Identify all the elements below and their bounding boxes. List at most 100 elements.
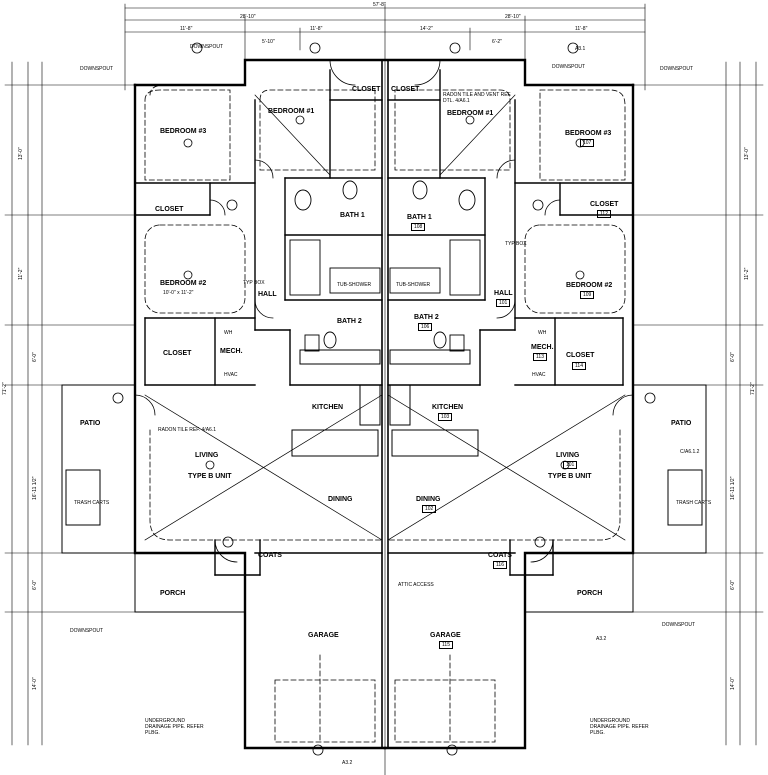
room-mech-right: MECH. xyxy=(531,344,554,351)
room-mech-left: MECH. xyxy=(220,348,243,355)
typ-box-left: TYP BOX xyxy=(243,280,265,286)
bedroom3-right-tag: 107 xyxy=(580,139,595,147)
section-tag-a32-bottom: A3.2 xyxy=(342,760,353,766)
callout-circles xyxy=(112,42,656,756)
room-bedroom3-right: BEDROOM #3 xyxy=(565,130,612,137)
right-side-dim-3: 6'-0" xyxy=(730,352,736,362)
room-bedroom1-left: BEDROOM #1 xyxy=(268,108,315,115)
typ-box-right: TYP BOX xyxy=(505,241,527,247)
room-bedroom3-left: BEDROOM #3 xyxy=(160,128,207,135)
right-side-dim-4: 16'-11 1/2" xyxy=(730,476,736,501)
room-closet-low-right: CLOSET xyxy=(566,352,595,359)
left-seg-3-dim: 11'-8" xyxy=(310,26,323,32)
room-closet-top-right: CLOSET xyxy=(391,86,420,93)
left-side-dim-4: 16'-11 1/2" xyxy=(32,476,38,501)
mech-right-tag: 113 xyxy=(533,353,547,361)
downspout-top-left: DOWNSPOUT xyxy=(80,66,114,72)
room-patio-right: PATIO xyxy=(671,420,692,427)
room-kitchen-right: KITCHEN xyxy=(432,404,464,411)
left-side-dim-6: 14'-0" xyxy=(32,677,38,690)
room-dining-right: DINING xyxy=(416,496,441,503)
room-bath2-left: BATH 2 xyxy=(337,318,362,325)
right-side-dim-1: 13'-0" xyxy=(744,147,750,160)
dining-right-tag: 102 xyxy=(422,505,437,513)
elevation-tag: C/A6.1.2 xyxy=(680,449,700,455)
left-side-dim-5: 6'-0" xyxy=(32,580,38,590)
bath1-right-tag: 108 xyxy=(411,223,426,231)
bath2-right-tag: 106 xyxy=(418,323,433,331)
garage-right-tag: 115 xyxy=(439,641,453,649)
room-bath1-right: BATH 1 xyxy=(407,214,432,221)
bath-fixtures xyxy=(289,180,481,352)
section-tag-a31: A3.1 xyxy=(575,46,586,52)
downspout-low-left: DOWNSPOUT xyxy=(70,628,104,634)
room-living-right: LIVING xyxy=(556,452,580,459)
room-living-left: LIVING xyxy=(195,452,219,459)
tub-shower-right: TUB-SHOWER xyxy=(396,282,431,288)
section-tag-a32-right: A3.2 xyxy=(596,636,607,642)
wh-right: WH xyxy=(538,330,547,336)
living-right-tag: 101 xyxy=(563,461,578,469)
tub-shower-left: TUB-SHOWER xyxy=(337,282,372,288)
room-bedroom2-right: BEDROOM #2 xyxy=(566,282,613,289)
downspout-low-right: DOWNSPOUT xyxy=(662,622,696,628)
left-seg-2-dim: 5'-10" xyxy=(262,39,275,45)
room-closet-mid-right: CLOSET xyxy=(590,201,619,208)
room-closet-top-left: CLOSET xyxy=(352,86,381,93)
hvac-left: HVAC xyxy=(224,372,238,378)
room-bedroom2-left: BEDROOM #2 xyxy=(160,280,207,287)
kitchen-counters xyxy=(291,349,479,457)
trash-carts-left: TRASH CARTS xyxy=(74,500,110,506)
left-side-dim-1: 13'-0" xyxy=(18,147,24,160)
hall-right-tag: 101 xyxy=(496,299,511,307)
door-swings xyxy=(134,59,634,563)
room-coats-right: COATS xyxy=(488,552,512,559)
trash-carts-right: TRASH CARTS xyxy=(676,500,712,506)
left-seg-1-dim: 11'-8" xyxy=(180,26,193,32)
room-porch-left: PORCH xyxy=(160,590,186,597)
right-side-dim-5: 6'-0" xyxy=(730,580,736,590)
downspout-top-center: DOWNSPOUT xyxy=(190,44,224,50)
room-hall-left: HALL xyxy=(258,291,277,298)
room-bath2-right: BATH 2 xyxy=(414,314,439,321)
room-bath1-left: BATH 1 xyxy=(340,212,365,219)
garage-outlines xyxy=(144,84,626,743)
right-seg-2-dim: 6'-2" xyxy=(492,39,502,45)
right-seg-1-dim: 14'-2" xyxy=(420,26,433,32)
underground-left: UNDERGROUND DRAINAGE PIPE. REFER PLBG. xyxy=(145,718,204,736)
room-porch-right: PORCH xyxy=(577,590,603,597)
room-coats-left: COATS xyxy=(258,552,282,559)
room-garage-left: GARAGE xyxy=(308,632,339,639)
right-side-dim-6: 14'-0" xyxy=(730,677,736,690)
downspout-top-right-inner: DOWNSPOUT xyxy=(552,64,586,70)
right-seg-3-dim: 11'-8" xyxy=(575,26,588,32)
right-unit-width-dim: 28'-10" xyxy=(505,14,521,20)
left-unit-width-dim: 28'-10" xyxy=(240,14,256,20)
left-side-dim-3: 6'-0" xyxy=(32,352,38,362)
bedroom2-left-size: 10'-0" x 11'-2" xyxy=(163,290,194,296)
room-closet-low-left: CLOSET xyxy=(163,350,192,357)
ceiling-ridge-lines xyxy=(144,94,626,541)
left-height-dim: 71'-2" xyxy=(2,382,8,395)
room-garage-right: GARAGE xyxy=(430,632,461,639)
closet-low-right-tag: 114 xyxy=(572,362,586,370)
room-dining-left: DINING xyxy=(328,496,353,503)
dimension-lines-top xyxy=(124,3,646,775)
hvac-right: HVAC xyxy=(532,372,546,378)
exterior-walls xyxy=(133,58,635,750)
ceiling-fans xyxy=(183,115,585,470)
room-patio-left: PATIO xyxy=(80,420,101,427)
wh-left: WH xyxy=(224,330,233,336)
underground-right: UNDERGROUND DRAINAGE PIPE. REFER PLBG. xyxy=(590,718,649,736)
closet-mid-right-tag: 112 xyxy=(597,210,611,218)
coats-right-tag: 116 xyxy=(493,561,507,569)
left-side-dim-2: 11'-2" xyxy=(18,267,24,280)
type-b-unit-left: TYPE B UNIT xyxy=(188,473,232,480)
party-wall xyxy=(381,59,389,749)
downspout-top-right: DOWNSPOUT xyxy=(660,66,694,72)
type-b-unit-right: TYPE B UNIT xyxy=(548,473,592,480)
attic-access-note: ATTIC ACCESS xyxy=(398,582,434,588)
radon-vent-note: RADON TILE AND VENT REF. DTL. 4/A6.1 xyxy=(443,92,512,104)
right-side-dim-2: 11'-2" xyxy=(744,267,750,280)
